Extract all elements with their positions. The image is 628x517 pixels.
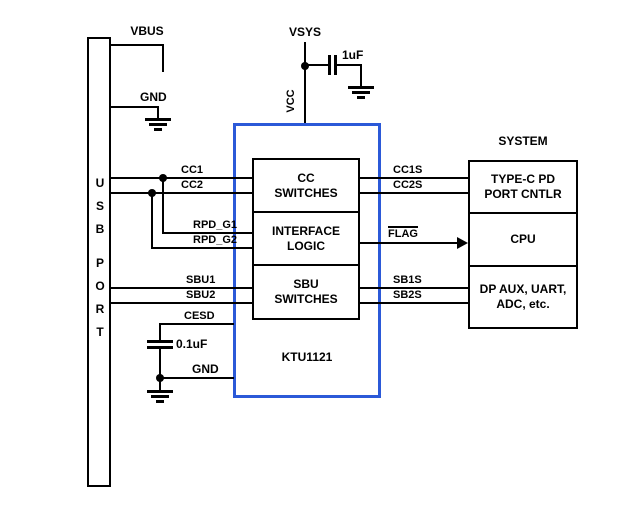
wire-cap1-down [360,64,362,86]
block-text: TYPE-C PD [490,172,555,186]
ground-bar [154,128,162,131]
wire-sbu2 [111,302,252,304]
block-text: SWITCHES [274,185,338,200]
wire-vbus-h [111,44,164,46]
block-text: ADC, etc. [496,297,550,311]
wire-cap1-left [306,64,328,66]
wire-cc2s [360,192,468,194]
wire-flag [360,242,458,244]
wire-sb2s [360,302,468,304]
ground-stem [157,106,159,119]
wire-vbus-v [162,44,164,72]
label-chip-name: KTU1121 [281,350,333,364]
wire-rpdg1-v [162,177,164,234]
capacitor-plate [334,55,337,75]
label-cc2: CC2 [181,179,204,191]
ground-bar [348,86,374,89]
label-vbus: VBUS [130,24,164,38]
label-gnd-top: GND [140,90,167,104]
wire-sb1s [360,287,468,289]
wire-gnd-bottom [159,377,234,379]
wire-vcc-v [304,42,306,123]
wire-cc1s [360,177,468,179]
wire-cap1-right [337,64,361,66]
junction-dot-vsys [301,62,309,70]
label-gnd-bottom: GND [192,362,219,376]
ground-bar [352,91,370,94]
block-text: LOGIC [287,238,325,253]
label-cc1s: CC1S [393,164,423,176]
block-text: INTERFACE [271,223,340,238]
wire-gnd-top [111,106,159,108]
ground-bar [357,96,365,99]
label-0p1uf: 0.1uF [176,337,208,351]
usb-port-label-port: PORT [93,256,107,348]
label-sb1s: SB1S [393,274,422,286]
wire-cap2-top [159,323,161,340]
block-cc-switches: CC SWITCHES [252,158,360,213]
wire-rpdg2-h [151,247,252,249]
label-cc2s: CC2S [393,179,423,191]
block-text: DP AUX, UART, [479,282,567,296]
label-1uf: 1uF [342,48,364,62]
wire-cesd [159,323,234,325]
flag-overline-text: FLAG [388,226,418,240]
wire-sbu1 [111,287,252,289]
capacitor-plate [147,340,173,343]
block-text: SBU [293,277,319,291]
label-sbu2: SBU2 [186,289,216,301]
wire-rpdg1-h [162,232,252,234]
wire-rpdg2-v [151,192,153,249]
label-vsys: VSYS [288,25,321,39]
label-rpd-g1: RPD_G1 [193,219,238,231]
label-cc1: CC1 [181,164,204,176]
block-text: CC [297,170,315,185]
block-typec-pd-port-cntlr: TYPE-C PD PORT CNTLR [468,160,578,214]
usb-port-label-usb: USB [93,176,107,245]
label-sb2s: SB2S [393,289,422,301]
usb-port-box [87,37,111,487]
capacitor-plate [147,346,173,349]
ground-bar [149,123,167,126]
block-dp-aux-uart-adc: DP AUX, UART, ADC, etc. [468,265,578,329]
ground-bar [151,395,169,398]
block-text: SWITCHES [274,292,338,306]
label-system: SYSTEM [498,134,548,148]
chip-outline-ktu1121 [233,123,381,398]
ground-bar [156,400,164,403]
wire-cap2-bottom [159,349,161,379]
block-text: PORT CNTLR [484,187,562,201]
ground-bar [145,118,171,121]
wire-cc2 [111,192,252,194]
wire-cc1 [111,177,252,179]
ground-stem [159,377,161,390]
flag-arrowhead [457,237,468,249]
label-rpd-g2: RPD_G2 [193,234,238,246]
capacitor-plate [328,55,331,75]
block-sbu-switches: SBU SWITCHES [252,264,360,320]
block-cpu: CPU [468,212,578,267]
label-flag: FLAG [388,226,418,241]
label-cesd: CESD [184,310,215,322]
label-sbu1: SBU1 [186,274,216,286]
label-vcc: VCC [285,89,297,113]
ground-bar [147,390,173,393]
block-text: CPU [510,232,536,246]
block-interface-logic: INTERFACE LOGIC [252,211,360,266]
